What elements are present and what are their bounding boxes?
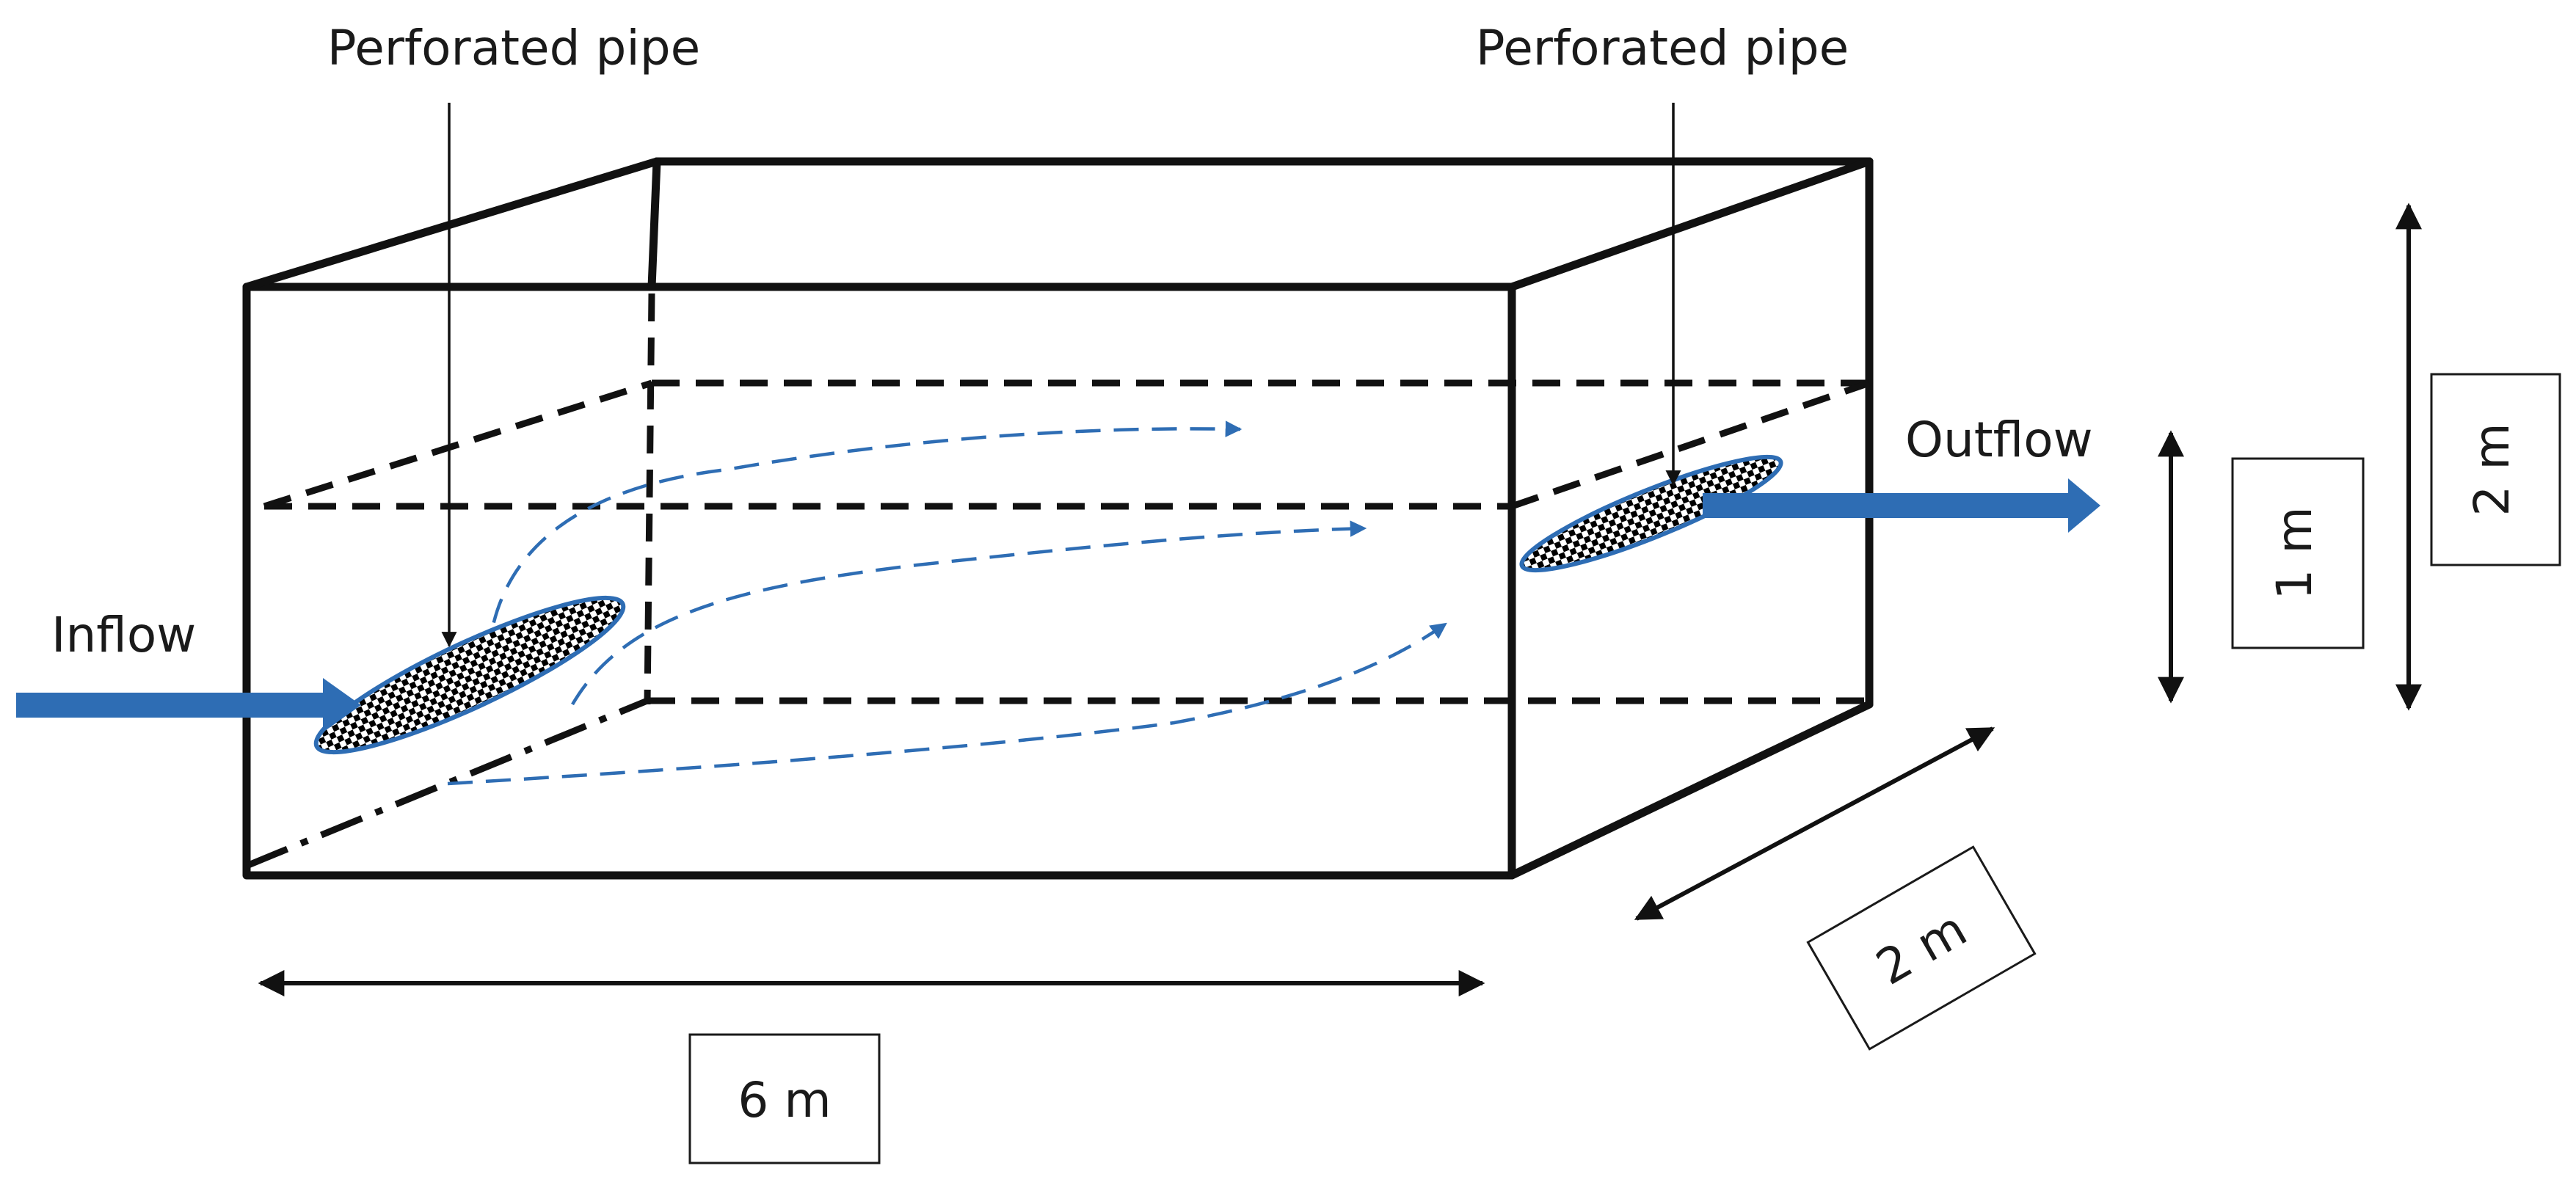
inflow-arrow — [16, 678, 361, 732]
water-level-right — [1510, 379, 1871, 510]
outflow-arrow — [1703, 478, 2100, 533]
tank-bottom-right-edge — [1507, 700, 1874, 880]
flow-path-middle — [571, 520, 1367, 706]
water-level-left — [263, 379, 653, 510]
perforated-pipe-right — [1519, 454, 1783, 573]
perforated-pipe-left — [313, 595, 626, 755]
tank-hidden-edges — [245, 293, 1871, 869]
dimension-length-label: 6 m — [738, 1072, 831, 1129]
tank-bottom-left-edge — [245, 697, 649, 869]
dimension-width-box — [1806, 845, 2037, 1051]
label-inflow: Inflow — [51, 607, 196, 663]
perforated-pipe-right-body — [1519, 454, 1783, 573]
label-perforated-pipe-right: Perforated pipe — [1476, 20, 1849, 76]
dimension-height-box — [2430, 373, 2561, 566]
back-left-vertical-hidden — [644, 293, 655, 705]
flow-paths — [447, 420, 1447, 786]
tank-front-face — [242, 282, 1516, 880]
flow-path-lower — [447, 622, 1447, 786]
label-perforated-pipe-left: Perforated pipe — [327, 20, 700, 76]
dimension-depth-label: 1 m — [2266, 506, 2323, 599]
dimension-depth-box — [2231, 457, 2365, 649]
tank-back-left-vertical-top — [647, 157, 661, 291]
dimension-width-arrow — [1634, 726, 1995, 921]
dimension-height-label: 2 m — [2464, 423, 2520, 516]
tank-top-right-edge — [1507, 157, 1874, 291]
dimension-length-box — [688, 1033, 881, 1164]
perforated-pipe-left-body — [313, 595, 626, 755]
flow-path-upper — [486, 420, 1242, 661]
label-outflow: Outflow — [1905, 412, 2093, 468]
tank-top-left-edge — [242, 157, 661, 291]
